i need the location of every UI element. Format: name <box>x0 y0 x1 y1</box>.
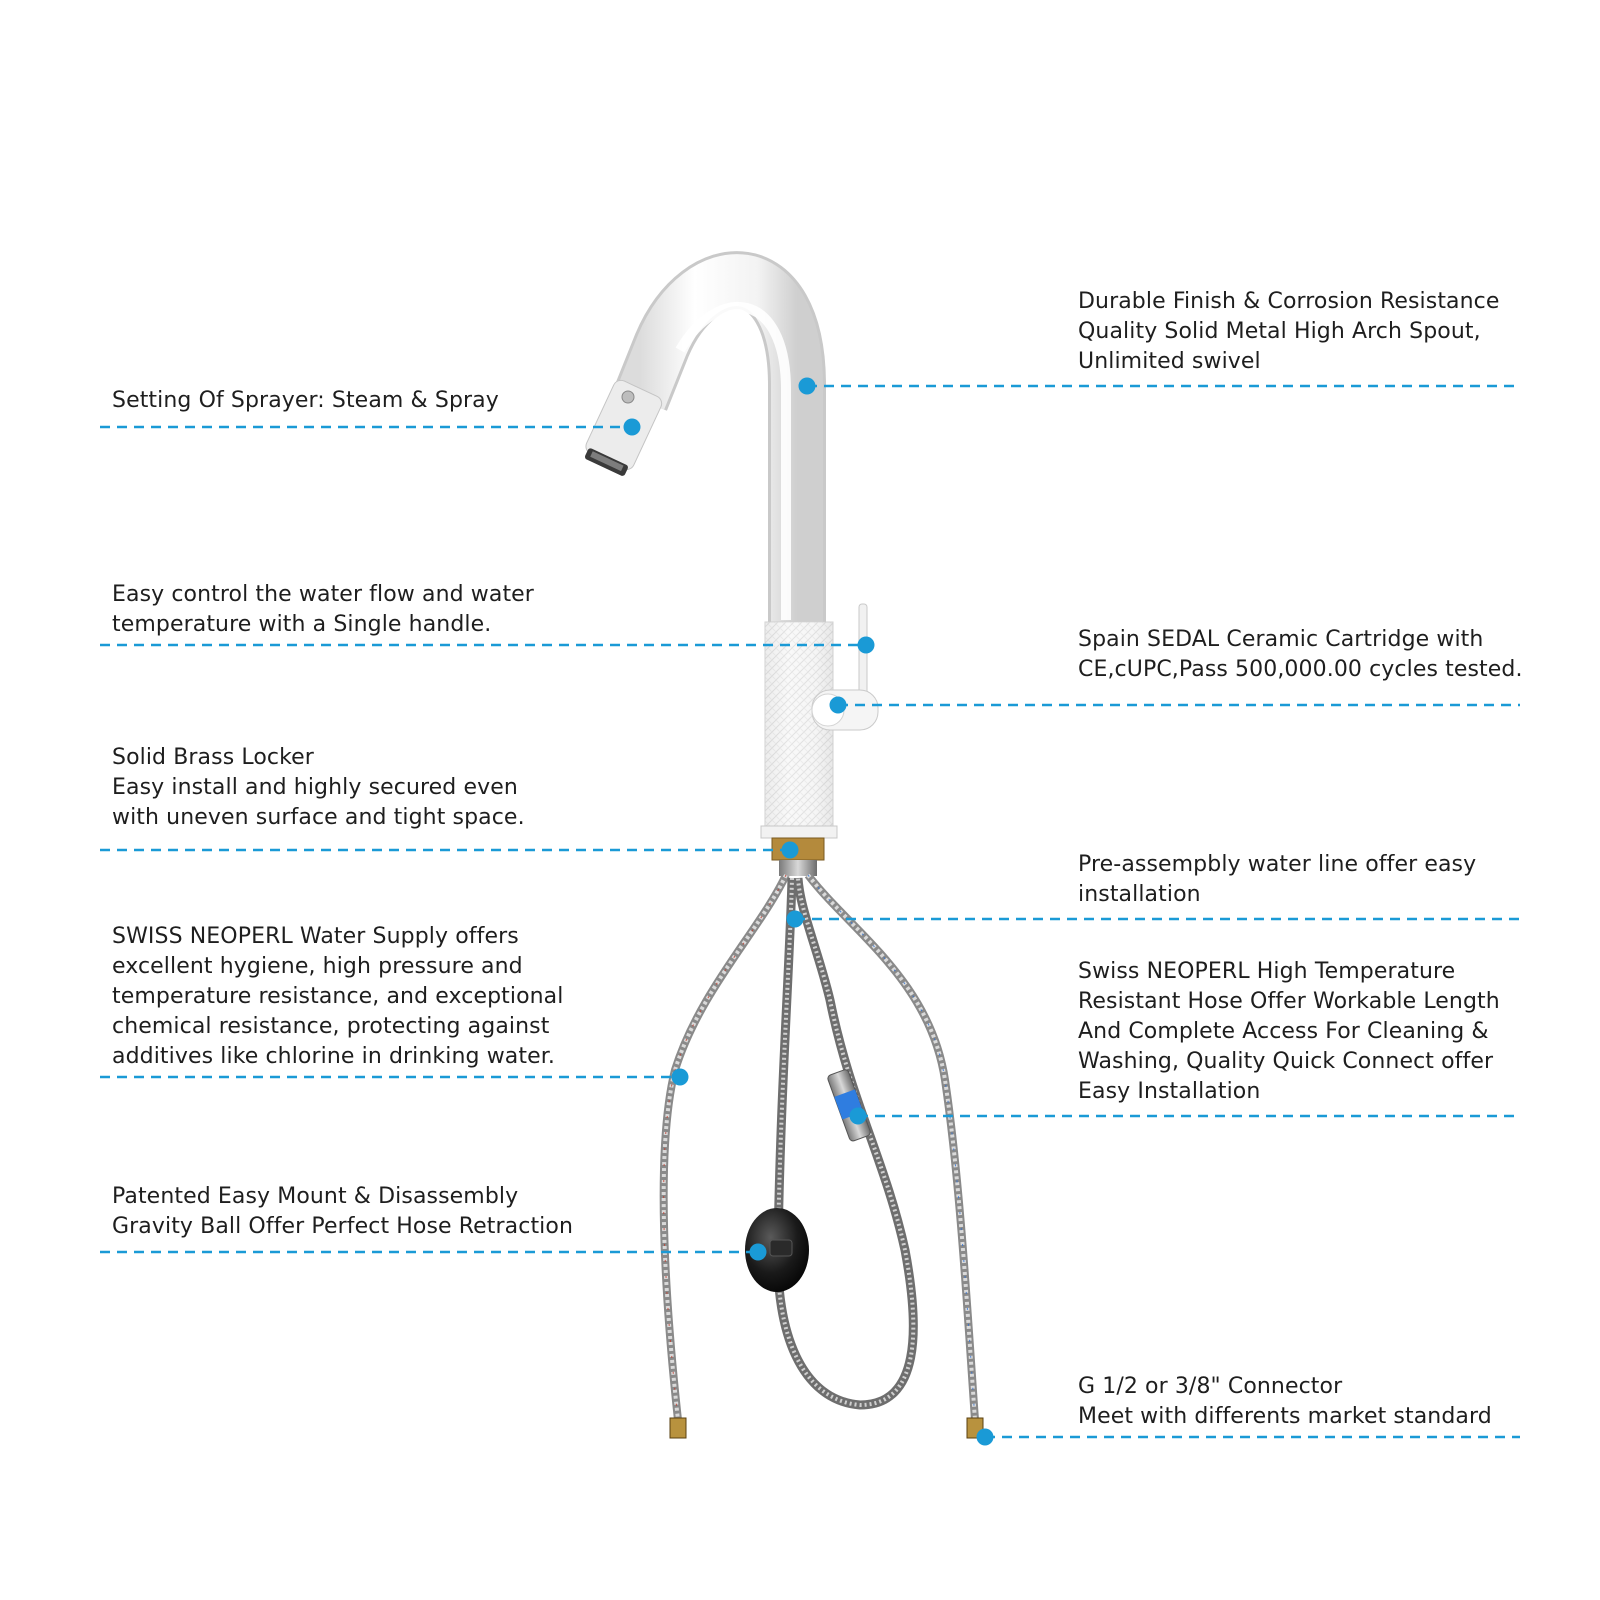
label-line: And Complete Access For Cleaning & <box>1078 1019 1489 1044</box>
feature-label-spout: Durable Finish & Corrosion Resistance Qu… <box>1078 287 1500 377</box>
feature-label-cartridge: Spain SEDAL Ceramic Cartridge with CE,cU… <box>1078 625 1523 685</box>
label-line: G 1/2 or 3/8" Connector <box>1078 1374 1343 1399</box>
feature-label-hose: Swiss NEOPERL High Temperature Resistant… <box>1078 957 1500 1107</box>
label-line: Patented Easy Mount & Disassembly <box>112 1184 519 1209</box>
callout-dot <box>749 1243 767 1261</box>
label-line: Durable Finish & Corrosion Resistance <box>1078 289 1500 314</box>
label-line: Unlimited swivel <box>1078 349 1261 374</box>
callout-dot <box>623 418 641 436</box>
feature-label-single-handle: Easy control the water flow and water te… <box>112 580 534 640</box>
label-line: excellent hygiene, high pressure and <box>112 954 523 979</box>
label-line: Swiss NEOPERL High Temperature <box>1078 959 1456 984</box>
callout-lines <box>100 377 1520 1446</box>
label-line: with uneven surface and tight space. <box>112 805 525 830</box>
label-line: Setting Of Sprayer: Steam & Spray <box>112 388 499 413</box>
connector-left <box>669 1417 687 1439</box>
label-line: installation <box>1078 882 1201 907</box>
label-line: Spain SEDAL Ceramic Cartridge with <box>1078 627 1484 652</box>
label-line: CE,cUPC,Pass 500,000.00 cycles tested. <box>1078 657 1523 682</box>
callout-dot <box>798 377 816 395</box>
callout-dot <box>976 1428 994 1446</box>
label-line: Gravity Ball Offer Perfect Hose Retracti… <box>112 1214 573 1239</box>
quick-connect <box>827 1069 871 1142</box>
callout-dot <box>857 636 875 654</box>
callout-dot <box>786 910 804 928</box>
supply-hose-left <box>659 873 790 1421</box>
label-line: SWISS NEOPERL Water Supply offers <box>112 924 519 949</box>
pull-down-hose <box>773 877 918 1410</box>
feature-label-gravity-ball: Patented Easy Mount & Disassembly Gravit… <box>112 1182 573 1242</box>
callout-dot <box>849 1107 867 1125</box>
label-line: temperature with a Single handle. <box>112 612 492 637</box>
label-line: temperature resistance, and exceptional <box>112 984 564 1009</box>
label-line: Meet with differents market standard <box>1078 1404 1492 1429</box>
label-line: Easy control the water flow and water <box>112 582 534 607</box>
label-line: Resistant Hose Offer Workable Length <box>1078 989 1500 1014</box>
faucet <box>584 251 984 1439</box>
callout-dot <box>671 1068 689 1086</box>
callout-dot <box>781 841 799 859</box>
feature-label-pre-assembly: Pre-assempbly water line offer easy inst… <box>1078 850 1476 910</box>
feature-label-brass-locker: Solid Brass Locker Easy install and high… <box>112 743 525 833</box>
label-line: Easy Installation <box>1078 1079 1261 1104</box>
label-line: Washing, Quality Quick Connect offer <box>1078 1049 1494 1074</box>
label-line: Solid Brass Locker <box>112 745 314 770</box>
feature-label-water-supply: SWISS NEOPERL Water Supply offers excell… <box>112 922 563 1072</box>
label-line: Easy install and highly secured even <box>112 775 518 800</box>
feature-label-connector: G 1/2 or 3/8" Connector Meet with differ… <box>1078 1372 1492 1432</box>
label-line: Quality Solid Metal High Arch Spout, <box>1078 319 1481 344</box>
callout-dot <box>829 696 847 714</box>
supply-hose-right <box>804 872 979 1421</box>
label-line: chemical resistance, protecting against <box>112 1014 550 1039</box>
label-line: Pre-assempbly water line offer easy <box>1078 852 1477 877</box>
label-line: additives like chlorine in drinking wate… <box>112 1044 555 1069</box>
feature-label-sprayer: Setting Of Sprayer: Steam & Spray <box>112 386 499 416</box>
